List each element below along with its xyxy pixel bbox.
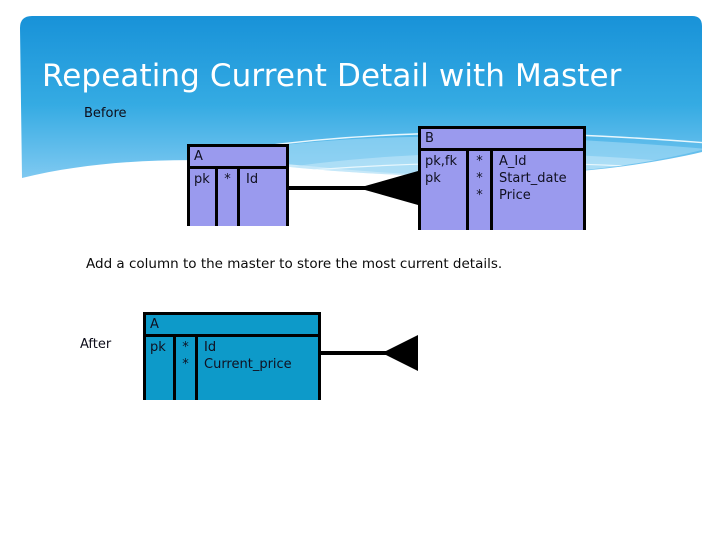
- mandatory-column: *: [218, 169, 240, 226]
- crowsfoot-arrow-left-icon: [382, 335, 418, 371]
- key-cell: pk: [150, 340, 166, 355]
- key-cell: pk: [194, 172, 210, 187]
- entity-title: A: [194, 149, 203, 164]
- entity-body: pk,fk pk * * * A_Id Start_date Price: [421, 151, 583, 230]
- key-cell: [150, 356, 170, 373]
- key-cell: pk,fk: [425, 154, 458, 169]
- attribute-cell: Id: [204, 340, 217, 355]
- attribute-cell: Price: [499, 188, 531, 203]
- mandatory-cell: *: [476, 154, 483, 169]
- key-cell: pk: [425, 171, 441, 186]
- entity-before-master-a[interactable]: A pk * Id: [187, 144, 289, 226]
- attribute-column: A_Id Start_date Price: [493, 151, 583, 230]
- relationship-connector-after[interactable]: [318, 332, 428, 374]
- attribute-column: Id: [240, 169, 286, 226]
- attribute-cell: Start_date: [499, 171, 567, 186]
- relationship-connector-before[interactable]: [286, 168, 422, 208]
- attribute-cell: Current_price: [204, 357, 292, 372]
- entity-name-header: A: [190, 147, 286, 169]
- mandatory-column: * *: [176, 337, 198, 400]
- after-label: After: [80, 337, 112, 352]
- explanation-caption: Add a column to the master to store the …: [86, 256, 503, 272]
- mandatory-cell: *: [224, 172, 231, 187]
- key-column: pk: [190, 169, 218, 226]
- key-column: pk,fk pk: [421, 151, 469, 230]
- attribute-column: Id Current_price: [198, 337, 318, 400]
- title-banner: Repeating Current Detail with Master Bef…: [0, 0, 720, 250]
- banner-background-shape: [20, 16, 702, 178]
- entity-name-header: A: [146, 315, 318, 337]
- mandatory-cell: *: [476, 171, 483, 186]
- key-cell: [425, 187, 463, 204]
- crowsfoot-arrow-right-icon: [358, 171, 418, 205]
- entity-after-master-a[interactable]: A pk * * Id Current_price: [143, 312, 321, 400]
- entity-title: B: [425, 131, 434, 146]
- mandatory-column: * * *: [469, 151, 493, 230]
- entity-title: A: [150, 317, 159, 332]
- slide-title: Repeating Current Detail with Master: [42, 58, 622, 94]
- entity-body: pk * * Id Current_price: [146, 337, 318, 400]
- attribute-cell: Id: [246, 172, 259, 187]
- entity-body: pk * Id: [190, 169, 286, 226]
- mandatory-cell: *: [476, 188, 483, 203]
- mandatory-cell: *: [182, 357, 189, 372]
- attribute-cell: A_Id: [499, 154, 527, 169]
- entity-before-detail-b[interactable]: B pk,fk pk * * * A_Id Start_date Price: [418, 126, 586, 230]
- entity-name-header: B: [421, 129, 583, 151]
- mandatory-cell: *: [182, 340, 189, 355]
- key-column: pk: [146, 337, 176, 400]
- before-label: Before: [84, 106, 127, 121]
